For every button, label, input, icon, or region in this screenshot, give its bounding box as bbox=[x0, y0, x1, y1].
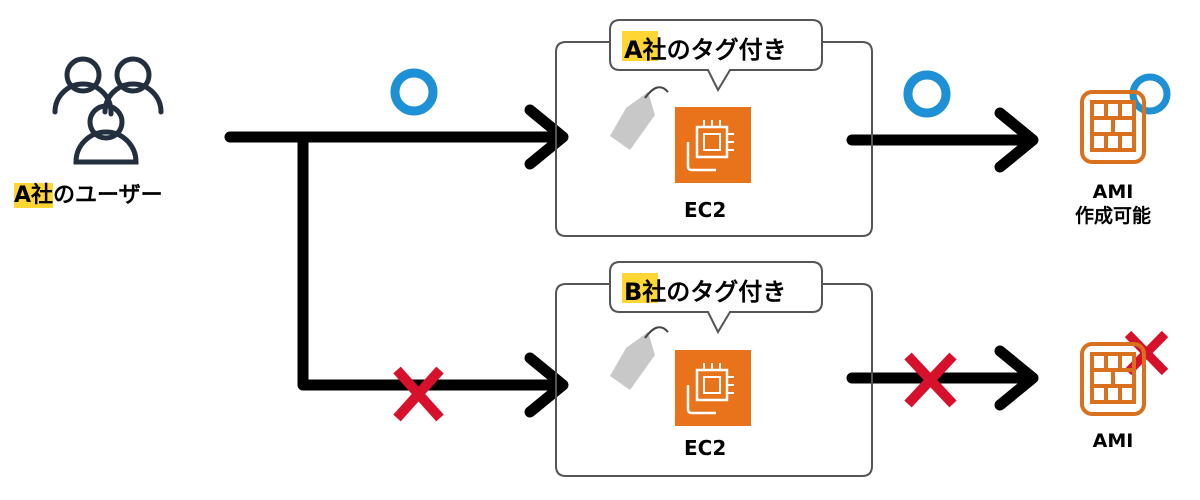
callout-text-bottom: B社のタグ付き bbox=[624, 272, 786, 307]
deny-cross-icon bbox=[904, 352, 957, 408]
arrow-top-ami-head bbox=[994, 107, 1039, 173]
ami-label-top: AMI 作成可能 bbox=[1068, 180, 1158, 228]
ec2-chip-icon bbox=[675, 350, 751, 426]
arrows bbox=[224, 104, 1039, 418]
callout-bubble-bottom bbox=[609, 261, 823, 335]
callout-rest-top: のタグ付き bbox=[666, 36, 787, 64]
ami-icon-bottom bbox=[1080, 342, 1146, 416]
tag-icon bbox=[610, 86, 669, 150]
allow-circle-icon bbox=[903, 70, 951, 118]
arrow-bottom-head bbox=[524, 352, 569, 418]
ec2-box-top bbox=[555, 19, 873, 237]
ami-top-line2: 作成可能 bbox=[1074, 205, 1151, 227]
callout-company-top: A社 bbox=[624, 36, 667, 64]
callout-bubble-top bbox=[609, 19, 823, 93]
arrow-top-head bbox=[524, 104, 569, 170]
ami-top-line1: AMI bbox=[1092, 181, 1134, 203]
ec2-chip-icon bbox=[675, 107, 751, 183]
user-company-highlight: A社 bbox=[14, 183, 54, 208]
ec2-box-bottom bbox=[555, 261, 873, 477]
ami-icon-top bbox=[1080, 90, 1146, 164]
user-label: A社のユーザー bbox=[14, 177, 163, 209]
branch-down-line bbox=[297, 131, 566, 391]
users-icon bbox=[52, 56, 164, 165]
callout-rest-bottom: のタグ付き bbox=[666, 278, 787, 306]
ec2-label-top: EC2 bbox=[684, 198, 727, 222]
user-label-rest: のユーザー bbox=[53, 183, 163, 208]
callout-company-bottom: B社 bbox=[624, 278, 667, 306]
ami-label-bottom: AMI bbox=[1092, 430, 1134, 452]
allow-circle-icon bbox=[390, 68, 438, 116]
tag-icon bbox=[610, 326, 669, 390]
ec2-label-bottom: EC2 bbox=[684, 436, 727, 460]
arrow-bottom-ami-head bbox=[994, 345, 1039, 411]
deny-cross-icon bbox=[393, 366, 444, 422]
callout-text-top: A社のタグ付き bbox=[624, 30, 787, 65]
